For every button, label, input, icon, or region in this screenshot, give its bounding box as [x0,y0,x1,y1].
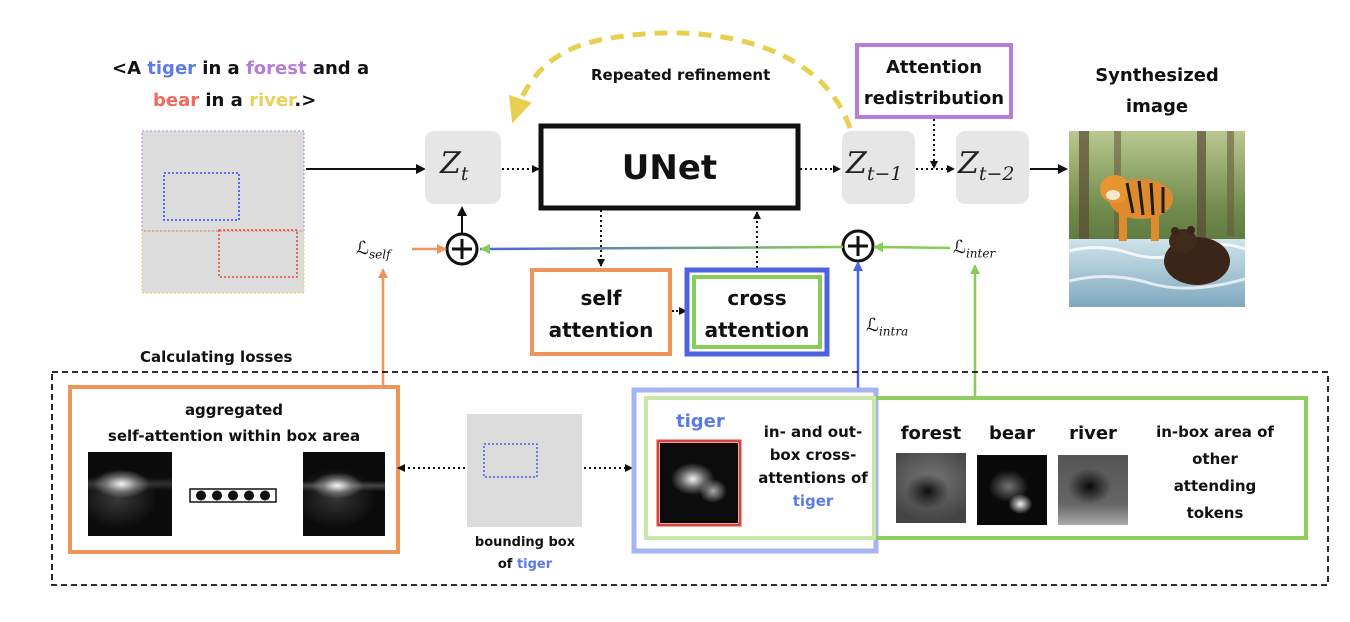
forest-heatmap [896,453,966,523]
tiger-box [163,172,240,221]
zt-node [425,131,501,204]
layout-canvas [142,131,304,293]
loss-intra-label: ℒintra [866,315,909,339]
zt-label: Zt [440,146,469,185]
combined-loss-line [479,245,844,251]
tiger-heatmap-frame [656,439,742,527]
bear-box [218,229,298,278]
token-bear-label: bear [988,423,1036,444]
zt-minus-2-node [956,131,1029,204]
bounding-box-canvas [467,414,582,527]
arrow-linter-to-plus [873,242,951,253]
token-river-label: river [1069,423,1117,444]
token-forest-label: forest [900,423,962,444]
unet-box [538,123,801,211]
cross-attention-box-inner [692,275,822,349]
attention-redistribution-box [855,43,1013,119]
attention-redistribution-label: Attention redistribution [863,57,1005,109]
zt-minus-1-label: Zt−1 [846,146,903,185]
self-attention-label: self attention [548,286,654,342]
synthesized-image [1069,131,1245,307]
losses-container [51,371,1329,586]
prompt-line-2: bear in a river.> [153,90,317,111]
unet-label: UNet [621,148,718,188]
prompt-line-1: <A tiger in a forest and a [112,58,370,79]
forest-box [141,130,305,232]
loss-inter-label: ℒinter [953,237,996,261]
river-box [141,230,305,294]
calculating-losses-label: Calculating losses [140,348,293,366]
repeated-refinement-arrow [509,30,853,129]
self-attention-heatmap-last [303,452,385,536]
river-heatmap [1058,455,1128,525]
cross-attention-label: cross attention [704,286,810,342]
zt-minus-1-node [842,131,915,204]
self-attention-heatmap-first [88,452,172,536]
aggregated-label: aggregated self-attention within box are… [107,401,361,445]
bounding-box-label: bounding box of tiger [474,535,576,572]
tiger-token-label: tiger [676,411,725,432]
loss-self-label: ℒself [356,238,391,262]
self-attention-box [530,268,672,356]
synthesized-image-label: Synthesized image [1095,65,1219,117]
cross-attention-box-outer [684,267,830,357]
bear-heatmap [977,455,1047,525]
tiger-cross-attention-heatmap [660,443,738,523]
repeated-refinement-label: Repeated refinement [591,66,771,84]
bounding-box-tiger [483,443,538,478]
inbox-other-label: in-box area of other attending tokens [1156,423,1274,522]
inout-cross-attention-label: in- and out- box cross- attentions of ti… [758,423,868,510]
zt-minus-2-label: Zt−2 [958,146,1015,185]
